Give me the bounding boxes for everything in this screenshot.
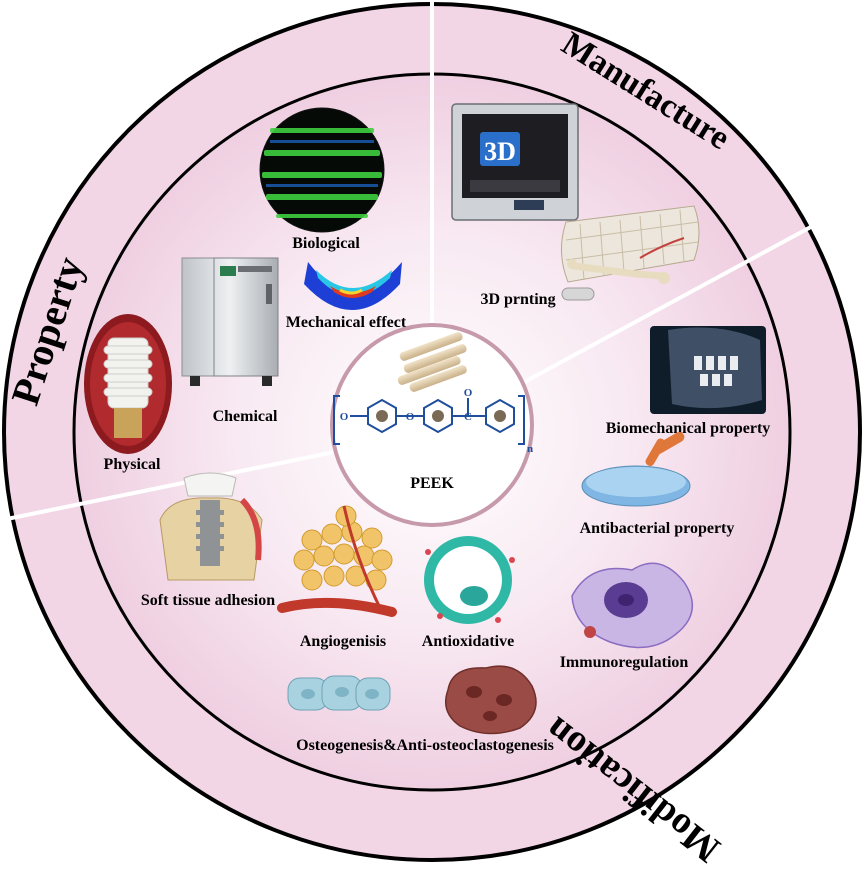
peek-rods-image <box>397 332 467 392</box>
antibacterial-dish-image <box>581 432 691 507</box>
center-peek-disk: O O O C n PEEK <box>330 323 534 527</box>
formula-oxygen-left: O <box>340 411 349 423</box>
label-biomechanical-property: Biomechanical property <box>606 420 771 437</box>
soft-tissue-implant-image <box>159 472 263 581</box>
label-immunoregulation: Immunoregulation <box>560 654 689 671</box>
3d-printer-image: 3D <box>451 103 579 221</box>
antioxidative-cell-image <box>424 536 515 624</box>
chemical-reactor-image <box>181 257 279 386</box>
osteogenesis-cells-image <box>287 675 391 711</box>
formula-carbonyl-o: O <box>464 387 473 399</box>
formula-oxygen-mid: O <box>406 411 415 423</box>
label-mechanical-effect: Mechanical effect <box>286 314 407 331</box>
label-physical: Physical <box>104 456 161 473</box>
formula-n: n <box>527 443 533 455</box>
immunoregulation-cell-image <box>571 562 694 649</box>
label-osteogenesis: Osteogenesis&Anti-osteoclastogenesis <box>296 737 554 754</box>
label-soft-tissue-adhesion: Soft tissue adhesion <box>141 592 275 609</box>
physical-implant-image <box>84 314 172 454</box>
label-peek: PEEK <box>410 475 454 492</box>
biological-microscopy-image <box>259 107 385 233</box>
label-chemical: Chemical <box>213 408 278 425</box>
mechanical-fea-image <box>304 262 402 310</box>
osteoclast-image <box>445 665 537 735</box>
scaffold-image <box>561 205 700 283</box>
bone-implant-image <box>561 259 670 301</box>
biomechanical-xray-image <box>650 326 766 414</box>
peek-chemical-structure <box>333 395 525 445</box>
label-biological: Biological <box>292 235 360 252</box>
printer-3d-badge: 3D <box>484 137 516 166</box>
label-antioxidative: Antioxidative <box>422 633 514 650</box>
formula-carbonyl-c: C <box>464 411 472 423</box>
label-angiogenesis: Angiogenisis <box>300 633 386 650</box>
angiogenesis-image <box>277 505 397 617</box>
label-antibacterial-property: Antibacterial property <box>580 520 735 537</box>
label-3d-printing: 3D prnting <box>480 291 555 308</box>
